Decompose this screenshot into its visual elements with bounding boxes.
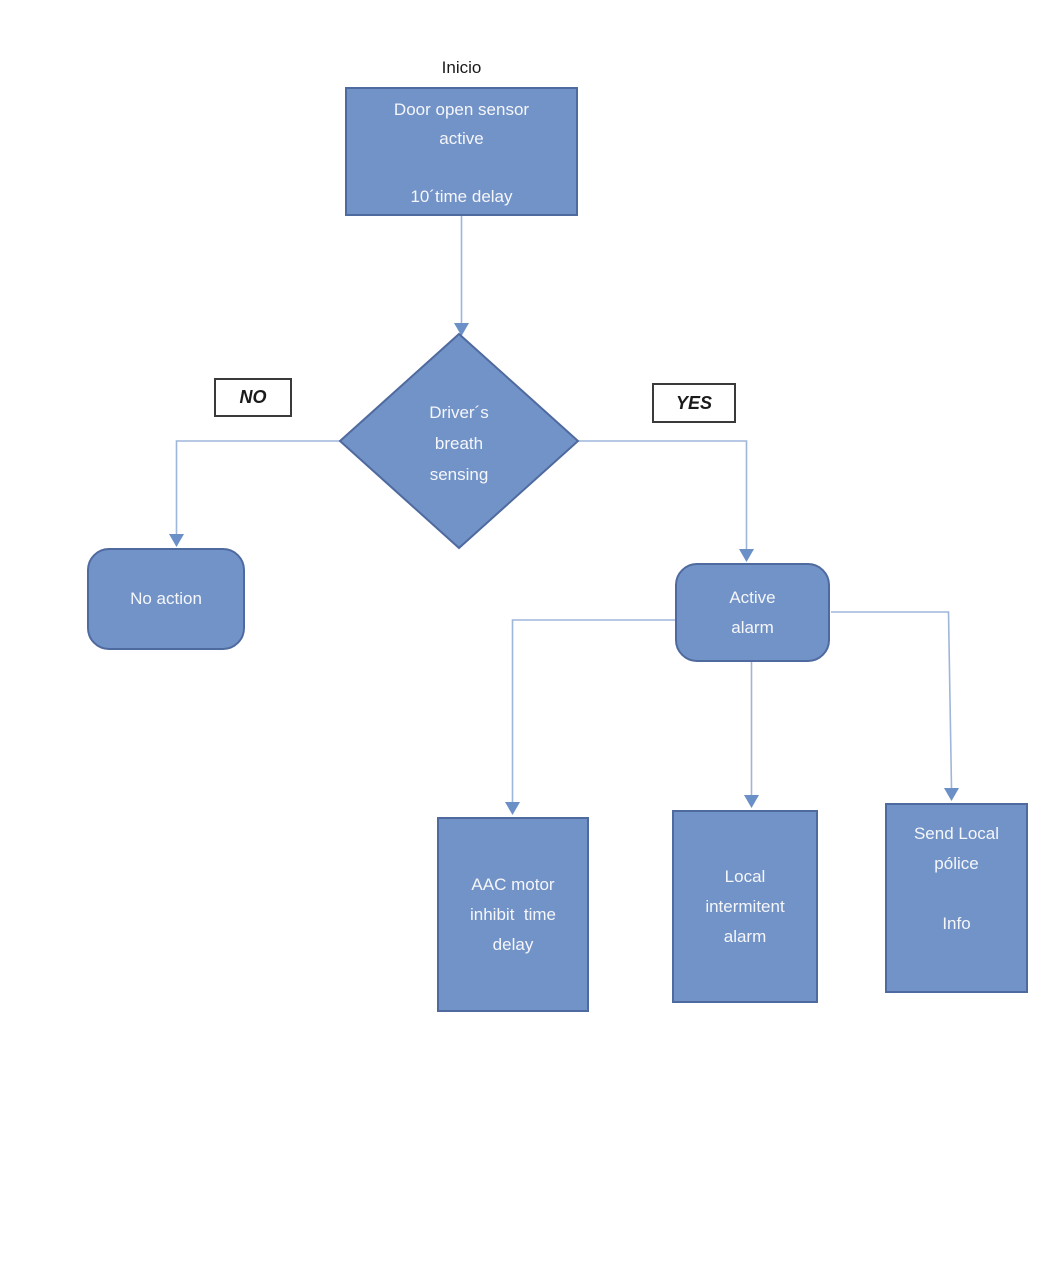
connector-alarm-to-police xyxy=(831,611,953,789)
arrowhead-no-action xyxy=(169,534,184,547)
node-door-sensor-text: Door open sensor active 10´time delay xyxy=(393,99,530,206)
node-local-alarm-text: Local intermitent alarm xyxy=(705,866,785,946)
connector-alarm-to-aac xyxy=(511,619,675,802)
arrowhead-aac-motor xyxy=(505,802,520,815)
branch-label-yes: YES xyxy=(652,383,736,423)
node-police-info-text: Send Local pólice Info xyxy=(913,824,1000,933)
node-active-alarm: Active alarm xyxy=(675,563,830,662)
start-label: Inicio xyxy=(441,58,482,77)
arrowhead-police-info xyxy=(944,788,959,801)
connector-no-branch xyxy=(175,440,340,534)
node-aac-motor-text: AAC motor inhibit time delay xyxy=(470,874,556,954)
connector-yes-branch xyxy=(578,440,748,549)
node-no-action: No action xyxy=(87,548,245,650)
node-breath-sensing-text: Driver´s breath sensing xyxy=(429,403,489,484)
arrowhead-active-alarm xyxy=(739,549,754,562)
decision-diamond-shape xyxy=(338,332,580,550)
node-no-action-text: No action xyxy=(130,589,202,608)
arrowhead-local-alarm xyxy=(744,795,759,808)
branch-label-no: NO xyxy=(214,378,292,417)
node-door-sensor: Door open sensor active 10´time delay xyxy=(345,87,578,216)
node-active-alarm-text: Active alarm xyxy=(729,587,776,637)
node-police-info: Send Local pólice Info xyxy=(885,803,1028,993)
node-aac-motor: AAC motor inhibit time delay xyxy=(437,817,589,1012)
node-local-alarm: Local intermitent alarm xyxy=(672,810,818,1003)
arrowhead-decision xyxy=(454,323,469,336)
